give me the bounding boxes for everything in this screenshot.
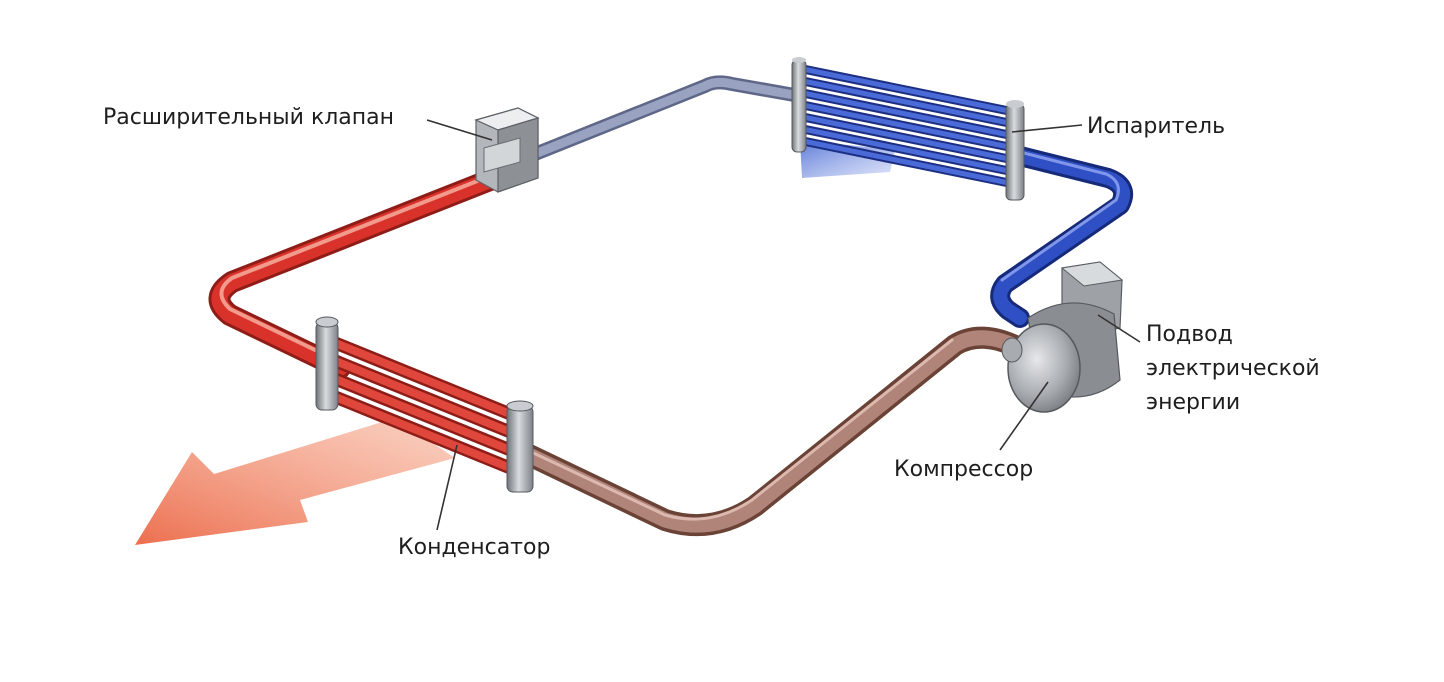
blue-pipe bbox=[990, 146, 1133, 328]
condenser bbox=[315, 316, 534, 493]
leader-valve bbox=[426, 119, 493, 141]
discharge-pipe bbox=[514, 326, 1026, 537]
leader-power bbox=[1097, 314, 1141, 343]
expansion-valve-label: Расширительный клапан bbox=[103, 105, 395, 130]
leader-evaporator bbox=[1011, 124, 1083, 133]
heat-release-arrow bbox=[135, 418, 455, 545]
evaporator-label: Испаритель bbox=[1087, 114, 1226, 139]
compressor bbox=[1001, 261, 1124, 413]
condenser-label: Конденсатор bbox=[398, 535, 551, 560]
compressor-label: Компрессор bbox=[894, 457, 1034, 482]
power-supply-label-line-3: энергии bbox=[1146, 390, 1241, 415]
leader-lines bbox=[426, 119, 1141, 531]
power-supply-label-line-1: Подвод bbox=[1146, 322, 1233, 347]
power-supply-label: Подвод электрической энергии bbox=[1146, 318, 1320, 420]
expansion-valve bbox=[474, 107, 540, 193]
evaporator bbox=[791, 57, 1025, 201]
low-pressure-pipe bbox=[523, 75, 807, 163]
red-pipe bbox=[208, 169, 501, 379]
leader-condenser bbox=[436, 444, 458, 531]
power-supply-label-line-2: электрической bbox=[1146, 356, 1320, 381]
leader-compressor bbox=[999, 381, 1049, 451]
